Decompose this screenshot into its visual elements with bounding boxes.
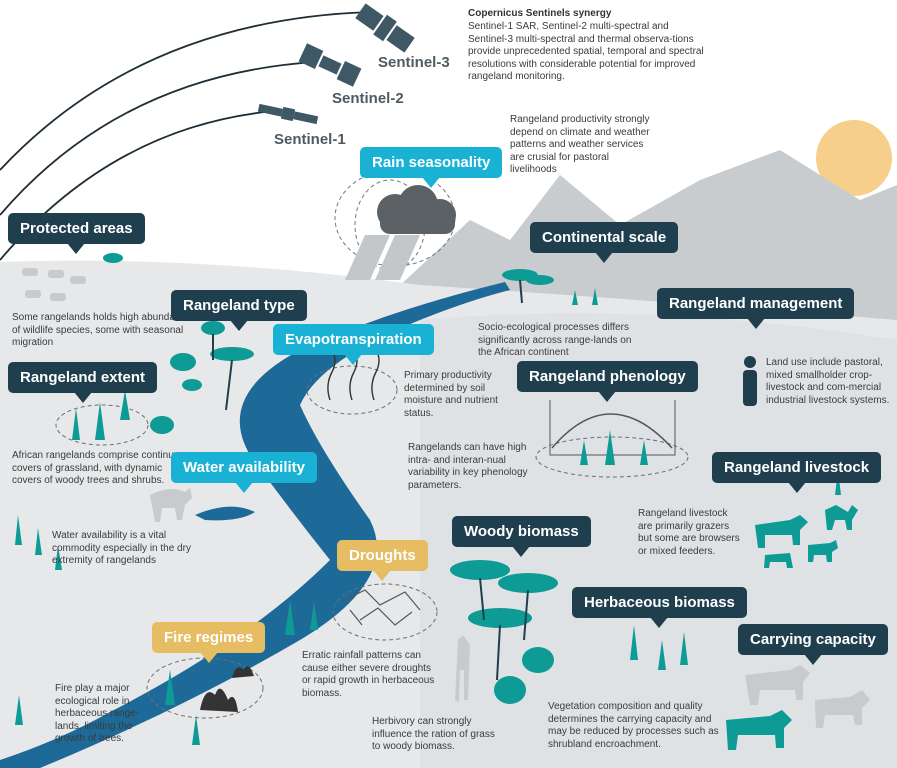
droughts-ellipse: [332, 583, 438, 641]
text-protected-areas: Some rangelands holds high abundances of…: [12, 312, 197, 348]
text-fire-regimes: Fire play a major ecological role in her…: [55, 683, 139, 744]
text-rangeland-extent: African rangelands comprise continuous c…: [12, 450, 190, 486]
cracked-ground-icon: [344, 589, 421, 626]
label-rangeland-type: Rangeland type: [171, 290, 307, 331]
sentinel-1-label: Sentinel-1: [274, 131, 346, 148]
label-carrying-capacity: Carrying capacity: [738, 624, 888, 665]
tree-trunks: [212, 279, 529, 681]
label-rain-seasonality: Rain seasonality: [360, 147, 503, 188]
wildlife-herd-icons: [22, 268, 86, 301]
label-fire-regimes: Fire regimes: [152, 622, 266, 663]
label-continental-scale: Continental scale: [530, 222, 679, 263]
sentinel-3-satellite-icon: [355, 3, 415, 53]
rain-cloud-icon: [334, 169, 456, 280]
grey-animal-icons: [22, 268, 870, 728]
grass-tufts: [15, 288, 841, 745]
text-rangeland-management: Land use include pastoral, mixed smallho…: [766, 357, 890, 406]
label-rangeland-livestock: Rangeland livestock: [712, 452, 882, 493]
acacia-trees: [103, 253, 558, 704]
label-water-availability: Water availability: [171, 452, 317, 493]
evapo-ellipse: [306, 365, 398, 415]
farmer-icon: [743, 356, 757, 406]
orbit-arc-3: [0, 11, 371, 171]
text-continental-scale: Socio-ecological processes differs signi…: [478, 322, 632, 358]
label-droughts: Droughts: [337, 540, 428, 581]
waterhole: [195, 506, 255, 521]
orbit-arc-2: [0, 61, 316, 216]
sentinel-3-label: Sentinel-3: [378, 54, 450, 71]
sentinel-2-satellite-icon: [298, 43, 362, 87]
phenology-ellipse: [535, 436, 689, 478]
synergy-text: Sentinel-1 SAR, Sentinel-2 multi-spectra…: [468, 21, 704, 82]
extent-ellipse: [55, 404, 149, 446]
sun-icon: [816, 120, 892, 196]
label-rangeland-management: Rangeland management: [657, 288, 855, 329]
sentinel-2-label: Sentinel-2: [332, 90, 404, 107]
text-rain-seasonality: Rangeland productivity strongly depend o…: [510, 114, 650, 175]
label-rangeland-extent: Rangeland extent: [8, 362, 158, 403]
label-protected-areas: Protected areas: [8, 213, 145, 254]
text-rangeland-livestock: Rangeland livestock are primarily grazer…: [638, 508, 740, 557]
label-evapotranspiration: Evapotranspiration: [273, 324, 434, 365]
text-evapotranspiration: Primary productivity determined by soil …: [404, 370, 498, 419]
text-water-availability: Water availability is a vital commodity …: [52, 530, 191, 566]
label-woody-biomass: Woody biomass: [452, 516, 591, 557]
text-carrying-capacity: Vegetation composition and quality deter…: [548, 701, 719, 750]
sentinel-1-satellite-icon: [257, 103, 319, 125]
livestock-icons: [726, 505, 858, 750]
fire-icon: [200, 666, 254, 712]
text-rangeland-phenology: Rangelands can have high intra- and inte…: [408, 442, 528, 491]
text-droughts: Erratic rainfall patterns can cause eith…: [302, 650, 435, 699]
text-woody-biomass: Herbivory can strongly influence the rat…: [372, 716, 495, 752]
label-herbaceous-biomass: Herbaceous biomass: [572, 587, 747, 628]
label-rangeland-phenology: Rangeland phenology: [517, 361, 698, 402]
synergy-title: Copernicus Sentinels synergy: [468, 8, 612, 19]
